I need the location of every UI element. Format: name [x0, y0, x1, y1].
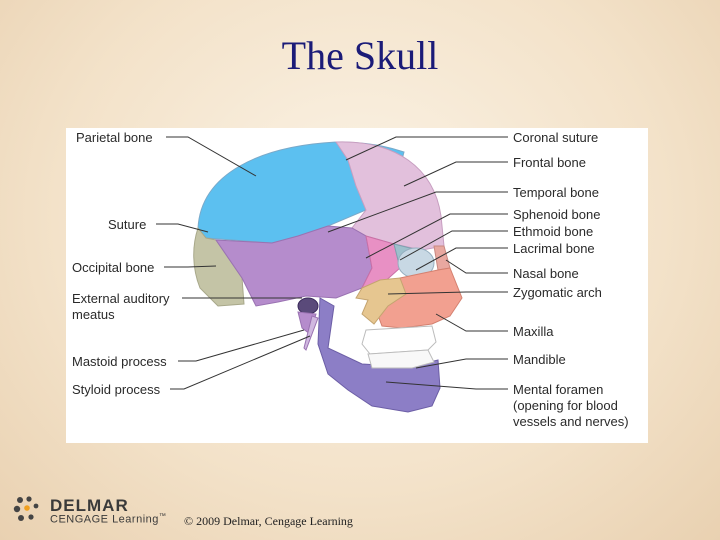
skull-diagram: Parietal bone Suture Occipital bone Exte…	[66, 128, 648, 443]
lower-teeth	[367, 349, 435, 369]
skull-illustration	[156, 136, 508, 413]
label-sphenoid-bone: Sphenoid bone	[513, 207, 601, 222]
leader-lines-right	[327, 136, 508, 390]
label-styloid-process: Styloid process	[72, 382, 161, 397]
label-temporal-bone: Temporal bone	[513, 185, 599, 200]
label-occipital-bone: Occipital bone	[72, 260, 155, 275]
label-parietal-bone: Parietal bone	[76, 130, 153, 145]
slide-title: The Skull	[281, 33, 439, 78]
label-suture: Suture	[108, 217, 147, 232]
brand-name: DELMAR	[50, 496, 129, 515]
delmar-logo-icon	[13, 496, 39, 521]
brand-subtitle-text: CENGAGE Learning	[50, 513, 159, 526]
leader-lines-left	[156, 136, 311, 390]
label-maxilla: Maxilla	[513, 324, 554, 339]
label-mandible: Mandible	[513, 352, 566, 367]
copyright-text: © 2009 Delmar, Cengage Learning	[184, 514, 353, 528]
brand-subtitle: CENGAGE Learning™	[50, 513, 166, 526]
label-mental-foramen-note-1: (opening for blood	[513, 398, 618, 413]
label-ethmoid-bone: Ethmoid bone	[513, 224, 594, 239]
label-mastoid-process: Mastoid process	[72, 354, 167, 369]
publisher-logo: DELMAR CENGAGE Learning™	[12, 494, 182, 528]
zygomatic-arch-region	[355, 277, 407, 325]
label-coronal-suture: Coronal suture	[513, 130, 599, 145]
label-zygomatic-arch: Zygomatic arch	[513, 285, 602, 300]
label-nasal-bone: Nasal bone	[513, 266, 579, 281]
trademark-mark: ™	[158, 513, 167, 520]
nasal-bone-region	[433, 245, 451, 271]
label-mental-foramen-note-2: vessels and nerves)	[513, 414, 629, 429]
label-meatus: meatus	[72, 307, 115, 322]
label-mental-foramen: Mental foramen	[513, 382, 604, 397]
label-external-auditory: External auditory	[72, 291, 170, 306]
auditory-meatus	[297, 297, 319, 315]
label-lacrimal-bone: Lacrimal bone	[513, 241, 595, 256]
label-frontal-bone: Frontal bone	[513, 155, 586, 170]
